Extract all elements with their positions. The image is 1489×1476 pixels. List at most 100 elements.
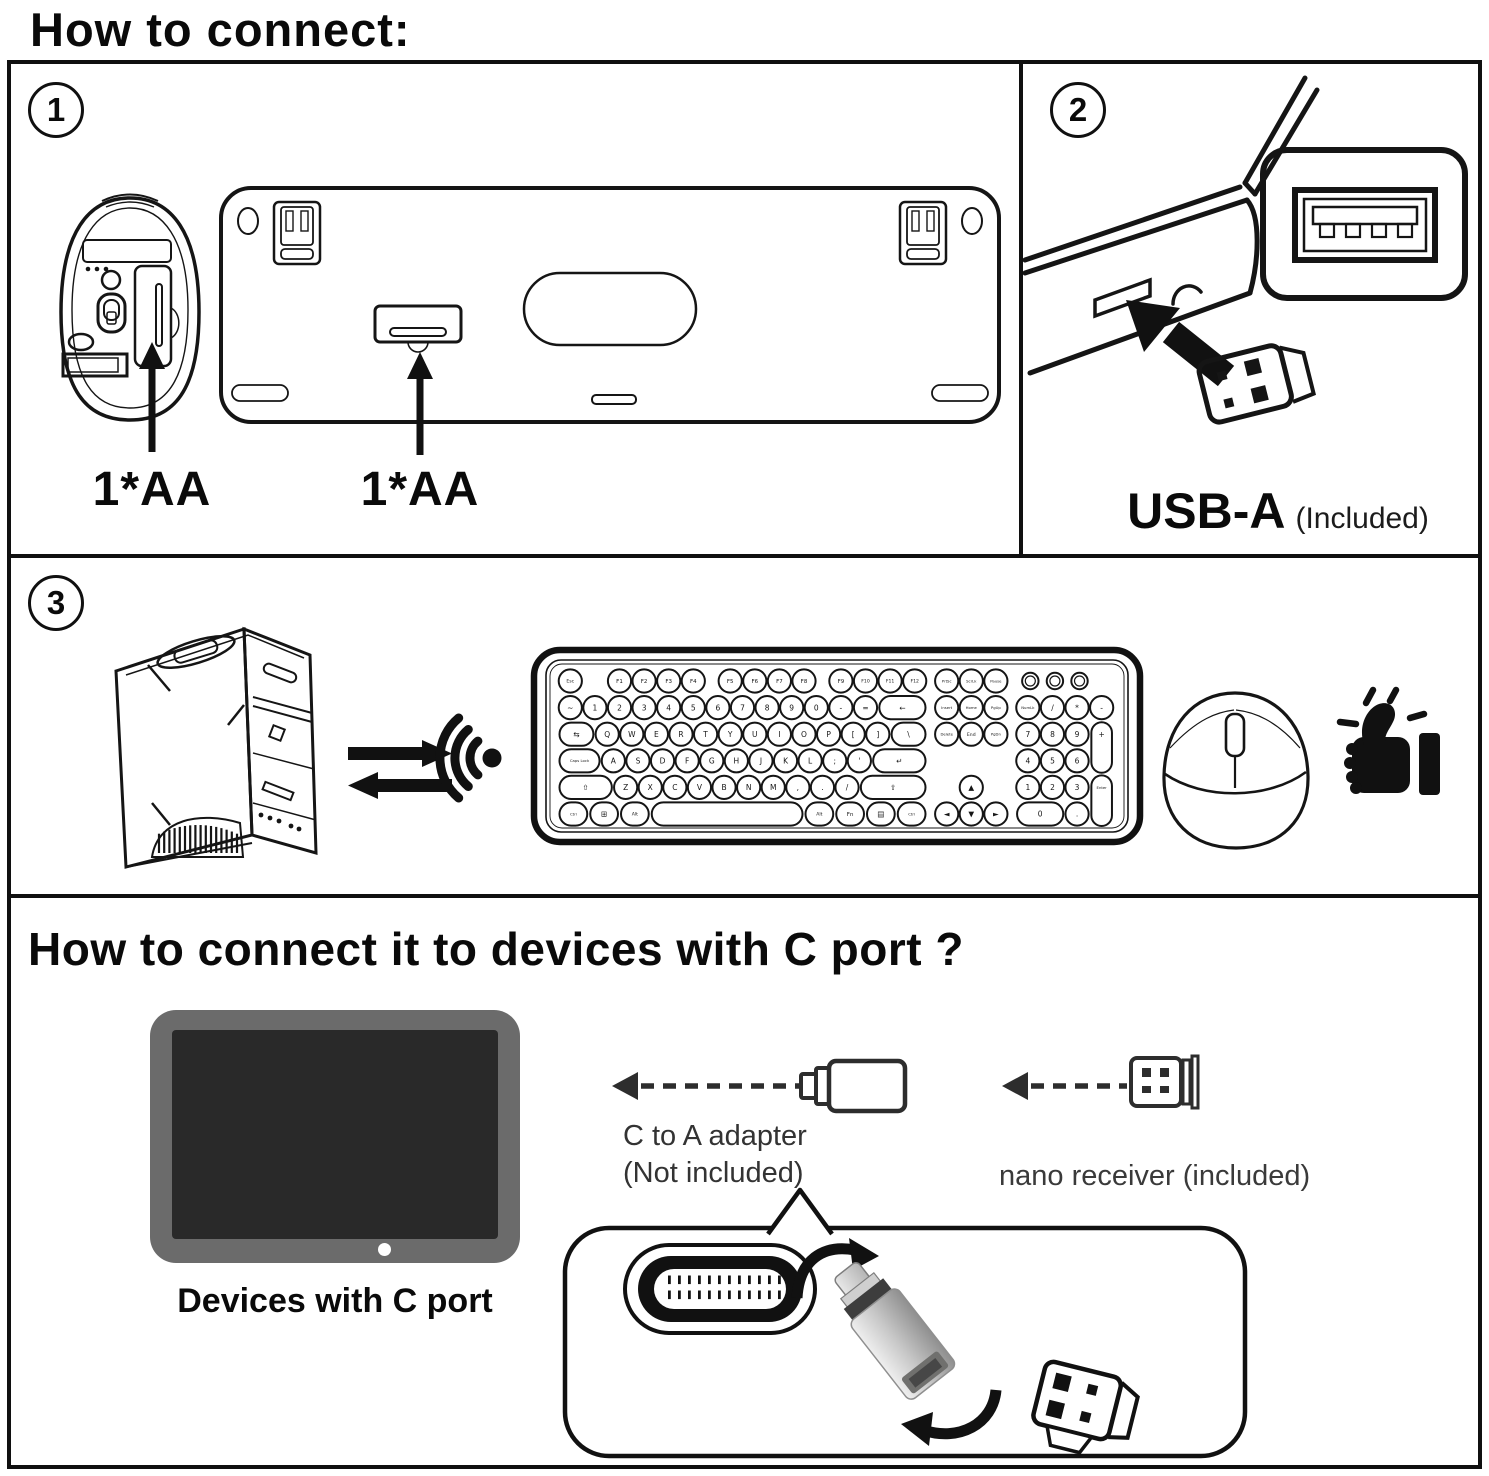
svg-text:~: ~: [567, 703, 573, 712]
svg-text:F7: F7: [776, 679, 783, 685]
rotate-arrow-bottom: [901, 1389, 1002, 1446]
svg-text:H: H: [734, 757, 740, 766]
svg-text:Ctrl: Ctrl: [570, 811, 577, 816]
svg-text:F4: F4: [690, 679, 697, 685]
svg-text:Insert: Insert: [941, 705, 952, 710]
svg-text:Ctrl: Ctrl: [908, 811, 915, 816]
svg-text:Esc: Esc: [566, 679, 574, 685]
svg-text:4: 4: [1025, 757, 1030, 766]
svg-text:1: 1: [1025, 783, 1030, 792]
svg-text:,: ,: [797, 783, 799, 792]
tablet-caption: Devices with C port: [177, 1282, 493, 1320]
mouse-top-illustration: [1162, 691, 1310, 850]
svg-text:F6: F6: [751, 679, 758, 685]
svg-text:7: 7: [1025, 730, 1030, 739]
mouse-battery-arrow: [139, 342, 165, 452]
svg-text:Alt: Alt: [632, 812, 638, 818]
receiver-dashed-arrow: [1002, 1072, 1127, 1100]
svg-text:0: 0: [814, 703, 819, 712]
svg-text:F5: F5: [727, 679, 734, 685]
mouse-bottom-illustration: [59, 193, 201, 422]
tablet-screen: [172, 1030, 498, 1239]
svg-text:M: M: [770, 783, 776, 792]
usb-c-port-icon: [623, 1243, 817, 1335]
svg-text:4: 4: [666, 703, 671, 712]
svg-text:Pause: Pause: [990, 678, 1002, 683]
svg-text:J: J: [759, 757, 762, 766]
svg-text:L: L: [808, 757, 813, 766]
svg-text:F: F: [685, 757, 689, 766]
svg-text:X: X: [648, 783, 653, 792]
svg-text:A: A: [611, 757, 617, 766]
svg-text:3: 3: [642, 703, 647, 712]
adapter-caption-line1: C to A adapter: [623, 1120, 807, 1152]
svg-text:Home: Home: [966, 705, 978, 710]
svg-text:+: +: [1099, 730, 1105, 739]
svg-text:*: *: [1075, 703, 1079, 712]
step2-badge: 2: [1050, 82, 1106, 138]
svg-text:9: 9: [789, 703, 794, 712]
svg-text:3: 3: [1075, 783, 1080, 792]
insert-arrow-icon: [1126, 300, 1235, 387]
panel-step2: 2: [1019, 60, 1482, 558]
svg-text:F1: F1: [616, 679, 623, 685]
c-to-a-adapter-photo: [834, 1262, 956, 1400]
rotate-arrow-top: [791, 1238, 879, 1299]
svg-text:K: K: [783, 757, 789, 766]
svg-text:Caps Lock: Caps Lock: [570, 758, 590, 763]
svg-text:U: U: [752, 730, 758, 739]
svg-text:[: [: [852, 730, 855, 739]
panel4-illustration: [562, 1054, 1248, 1459]
svg-text:D: D: [660, 757, 666, 766]
svg-text:Alt: Alt: [816, 812, 822, 818]
panel-step3: 3: [7, 554, 1482, 898]
svg-text:▤: ▤: [877, 810, 884, 819]
usb-c-pins: [668, 1275, 781, 1300]
svg-text:0: 0: [1038, 810, 1043, 819]
svg-text:►: ►: [993, 810, 999, 819]
svg-text:5: 5: [1050, 757, 1055, 766]
svg-text:◄: ◄: [944, 810, 950, 819]
svg-text:F8: F8: [801, 679, 808, 685]
svg-text:End: End: [967, 732, 976, 738]
svg-text:': ': [858, 757, 860, 766]
svg-text:/: /: [1051, 703, 1054, 712]
svg-text:]: ]: [876, 730, 879, 739]
svg-text:PrtSc: PrtSc: [942, 678, 952, 683]
svg-text:←: ←: [899, 703, 905, 712]
svg-text:E: E: [654, 730, 659, 739]
svg-text:F12: F12: [910, 679, 919, 685]
svg-text:/: /: [846, 783, 849, 792]
svg-text:8: 8: [1050, 730, 1055, 739]
svg-text:B: B: [721, 783, 726, 792]
panel2-illustration: [1023, 75, 1468, 425]
svg-text:F3: F3: [665, 679, 672, 685]
svg-text:V: V: [697, 783, 703, 792]
svg-text:F2: F2: [641, 679, 648, 685]
svg-text:W: W: [628, 730, 636, 739]
svg-text:F9: F9: [838, 679, 845, 685]
svg-text:9: 9: [1075, 730, 1080, 739]
svg-text:5: 5: [691, 703, 696, 712]
svg-text:I: I: [778, 730, 780, 739]
svg-text:=: =: [862, 703, 868, 712]
svg-text:S: S: [636, 757, 641, 766]
svg-text:⇆: ⇆: [573, 730, 579, 739]
panel1-illustration: [59, 186, 1001, 455]
svg-text:2: 2: [617, 703, 622, 712]
mouse-battery-label: 1*AA: [92, 463, 212, 516]
tablet-illustration: [150, 1010, 520, 1263]
svg-text:6: 6: [716, 703, 721, 712]
usb-a-label: USB-A: [1127, 483, 1286, 539]
thumbs-up-icon: [1336, 686, 1440, 795]
svg-text:⊞: ⊞: [601, 810, 607, 819]
svg-text:F10: F10: [861, 679, 870, 685]
keyboard-battery-arrow: [407, 352, 433, 455]
usb-a-caption: USB-A (Included): [1093, 482, 1463, 540]
svg-text:O: O: [801, 730, 807, 739]
svg-text:.: .: [821, 783, 823, 792]
pc-tower-illustration: [114, 626, 318, 869]
svg-text:ScrLk: ScrLk: [966, 678, 977, 683]
svg-text:T: T: [702, 730, 708, 739]
